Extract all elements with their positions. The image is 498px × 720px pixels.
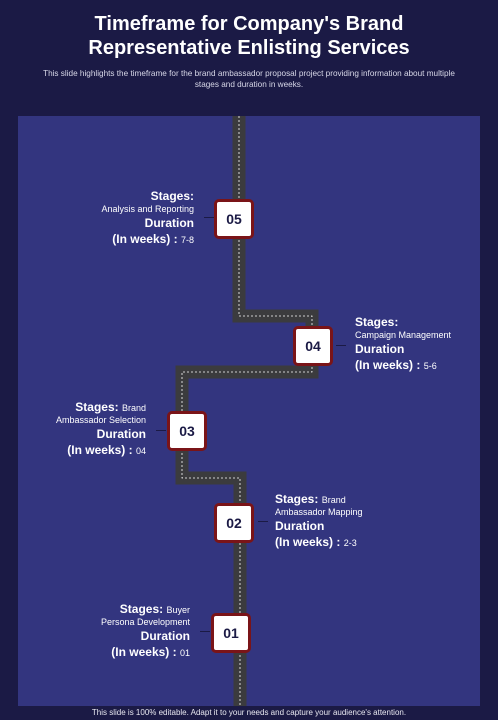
stage-text-02b: Ambassador Mapping <box>275 507 363 517</box>
stages-heading-04: Stages <box>355 315 395 329</box>
weeks-heading-03: (In weeks) <box>67 443 126 457</box>
stage-box-04: 04 <box>293 326 333 366</box>
weeks-value-05: 7-8 <box>180 235 194 245</box>
stage-number-04: 04 <box>305 338 321 354</box>
stage-number-03: 03 <box>179 423 195 439</box>
stage-number-05: 05 <box>226 211 242 227</box>
slide-subtitle: This slide highlights the timeframe for … <box>43 69 455 89</box>
stage-number-02: 02 <box>226 515 242 531</box>
stage-text-05: Analysis and Reporting <box>101 204 194 214</box>
duration-heading-01: Duration <box>140 629 190 643</box>
weeks-value-01: 01 <box>179 648 190 658</box>
stage-text-01a: Buyer <box>166 605 190 615</box>
stage-text-04: Campaign Management <box>355 330 452 340</box>
duration-heading-04: Duration <box>355 342 405 356</box>
duration-heading-02: Duration <box>275 519 325 533</box>
stage-number-01: 01 <box>223 625 239 641</box>
stage-label-01: Stages: Buyer Persona Development Durati… <box>60 603 190 661</box>
stage-text-01b: Persona Development <box>100 617 190 627</box>
stage-box-05: 05 <box>214 199 254 239</box>
connector-04 <box>336 345 346 346</box>
stage-label-04: Stages: Campaign Management Duration (In… <box>355 316 485 374</box>
stages-heading-03: Stages <box>75 400 115 414</box>
stage-label-03: Stages: Brand Ambassador Selection Durat… <box>20 401 146 459</box>
stage-text-02a: Brand <box>321 495 346 505</box>
stages-heading-02: Stages <box>275 492 315 506</box>
stage-box-02: 02 <box>214 503 254 543</box>
slide-footer: This slide is 100% editable. Adapt it to… <box>91 708 407 717</box>
stage-text-03a: Brand <box>121 403 146 413</box>
weeks-heading-05: (In weeks) <box>112 232 171 246</box>
stage-box-03: 03 <box>167 411 207 451</box>
title-line-1: Timeframe for Company's Brand <box>94 13 404 35</box>
connector-05 <box>204 217 214 218</box>
stage-label-02: Stages: Brand Ambassador Mapping Duratio… <box>275 493 405 551</box>
weeks-heading-04: (In weeks) <box>355 358 414 372</box>
slide-title: Timeframe for Company's Brand Representa… <box>0 12 498 60</box>
stage-label-05: Stages: Analysis and Reporting Duration … <box>60 190 194 248</box>
duration-heading-05: Duration <box>144 216 194 230</box>
connector-02 <box>258 521 268 522</box>
connector-01 <box>200 631 210 632</box>
weeks-value-03: 04 <box>135 446 146 456</box>
connector-03 <box>156 430 166 431</box>
weeks-heading-02: (In weeks) <box>275 535 334 549</box>
stages-heading-05: Stages <box>150 189 190 203</box>
stages-heading-01: Stages <box>119 602 160 616</box>
stage-text-03b: Ambassador Selection <box>55 415 146 425</box>
weeks-heading-01: (In weeks) <box>111 645 170 659</box>
title-line-2: Representative Enlisting Services <box>88 37 410 59</box>
duration-heading-03: Duration <box>96 427 146 441</box>
weeks-value-02: 2-3 <box>343 538 357 548</box>
weeks-value-04: 5-6 <box>423 361 437 371</box>
stage-box-01: 01 <box>211 613 251 653</box>
